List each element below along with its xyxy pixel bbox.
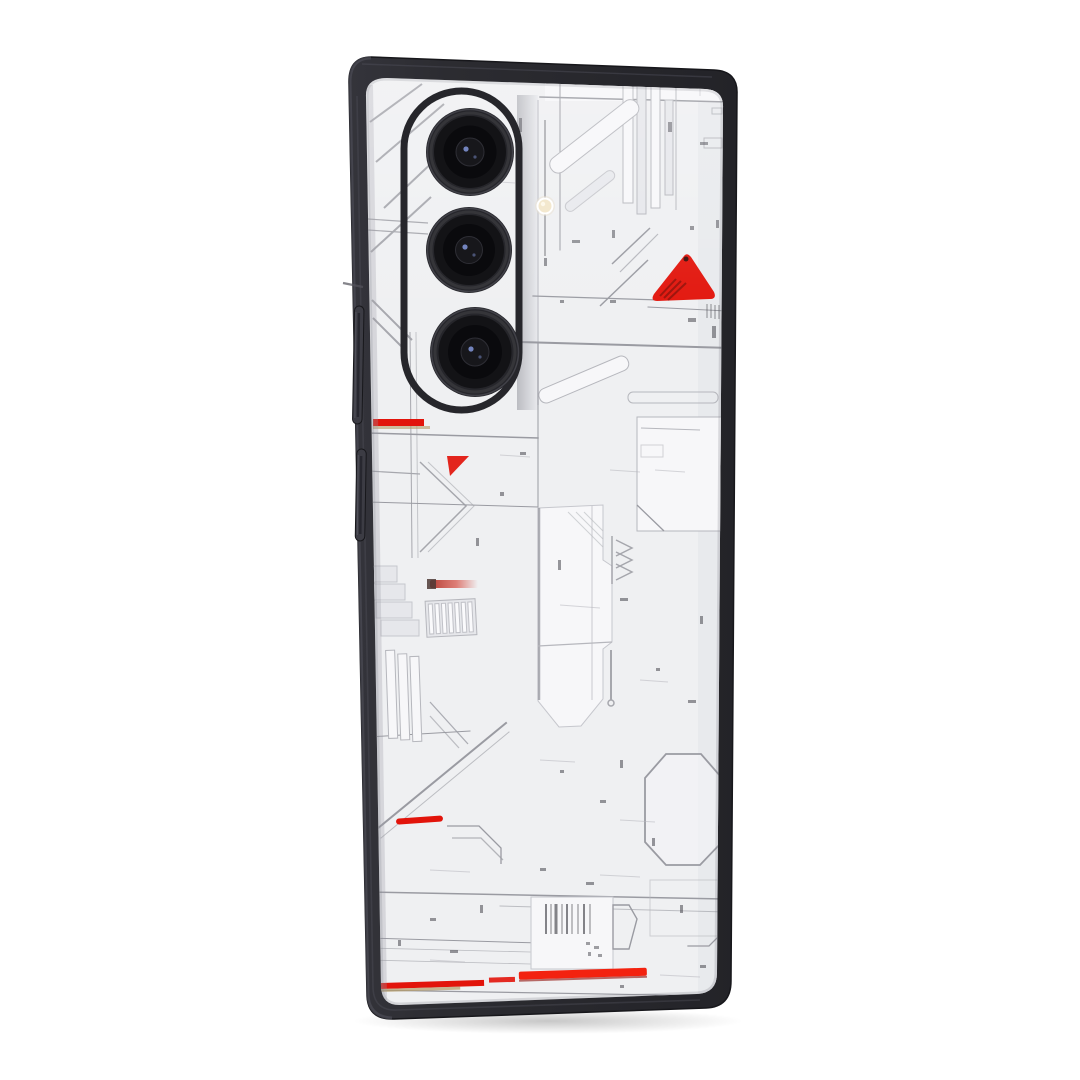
camera-lens-middle bbox=[426, 207, 512, 293]
top-edge-highlight bbox=[361, 63, 713, 78]
power-button bbox=[354, 448, 367, 542]
skin-sheen bbox=[365, 78, 724, 1006]
camera-pill-outline bbox=[400, 87, 523, 414]
frame-inner-lip bbox=[356, 95, 701, 1011]
volume-rocker bbox=[352, 305, 365, 425]
antenna-line bbox=[342, 281, 364, 289]
flash-led bbox=[535, 196, 555, 216]
camera-lens-top bbox=[426, 108, 514, 196]
camera-lens-bottom bbox=[430, 307, 520, 397]
phone-skin bbox=[365, 78, 724, 1006]
camera-assembly bbox=[400, 87, 555, 414]
